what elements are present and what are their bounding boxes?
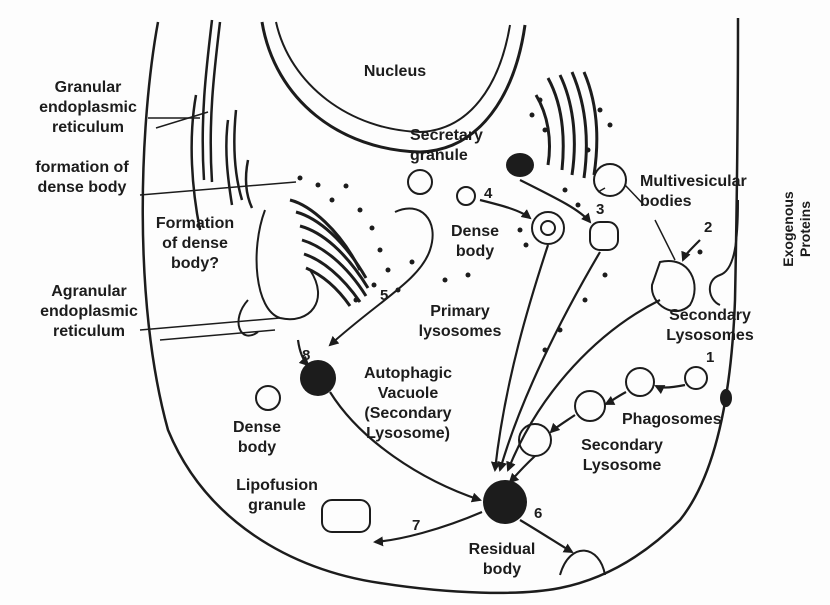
particle xyxy=(720,389,732,407)
dense-body-top-inner xyxy=(541,221,555,235)
residual-body xyxy=(483,480,527,524)
step-number-2: 2 xyxy=(704,218,712,238)
step-number-3: 3 xyxy=(596,200,604,220)
dense-body-top-outer xyxy=(532,212,564,244)
label-agranular-er: Agranular endoplasmic reticulum xyxy=(14,282,164,342)
secondary-lysosome-bottom xyxy=(519,424,551,456)
phagosome-3 xyxy=(575,391,605,421)
secretory-vesicle xyxy=(408,170,432,194)
phagosome-1 xyxy=(685,367,707,389)
dense-body-bottom xyxy=(256,386,280,410)
golgi-right xyxy=(536,72,597,178)
dense-body-formation-loop xyxy=(257,210,318,319)
label-residual-body: Residual body xyxy=(452,540,552,580)
multivesicular-body-3 xyxy=(590,222,618,250)
label-nucleus: Nucleus xyxy=(350,62,440,82)
granular-er-stacks xyxy=(192,20,252,230)
step-number-7: 7 xyxy=(412,516,420,536)
label-granular-er: Granular endoplasmic reticulum xyxy=(18,78,158,138)
label-formation-of-dense-body-question: Formation of dense body? xyxy=(140,214,250,274)
step-number-4: 4 xyxy=(484,184,492,204)
label-phagosomes: Phagosomes xyxy=(622,410,752,430)
label-formation-of-dense-body: formation of dense body xyxy=(14,158,150,198)
step-number-6: 6 xyxy=(534,504,542,524)
label-multivesicular-bodies: Multivesicular bodies xyxy=(640,172,780,212)
golgi-left xyxy=(290,200,368,306)
exocytosis-dent xyxy=(560,551,605,575)
label-dense-body-top: Dense body xyxy=(440,222,510,262)
label-autophagic-vacuole: Autophagic Vacuole (Secondary Lysosome) xyxy=(348,364,468,444)
step-number-8: 8 xyxy=(302,346,310,366)
label-secondary-lysosomes: Secondary Lysosomes xyxy=(650,306,770,346)
small-vesicle-4 xyxy=(457,187,475,205)
label-dense-body-bottom: Dense body xyxy=(222,418,292,458)
label-secondary-lysosome-bottom: Secondary Lysosome xyxy=(562,436,682,476)
label-primary-lysosomes: Primary lysosomes xyxy=(405,302,515,342)
secondary-lysosome-vesicle xyxy=(652,261,695,311)
phagosome-2 xyxy=(626,368,654,396)
label-secretary-granule: Secretary granule xyxy=(410,126,520,166)
exogenous-uptake xyxy=(710,200,738,305)
label-exogenous-proteins: Exogenous Proteins xyxy=(780,184,814,274)
budding-vesicle xyxy=(239,300,258,336)
label-lipofusion-granule: Lipofusion granule xyxy=(222,476,332,516)
step-number-1: 1 xyxy=(706,348,714,368)
step-number-5: 5 xyxy=(380,286,388,306)
